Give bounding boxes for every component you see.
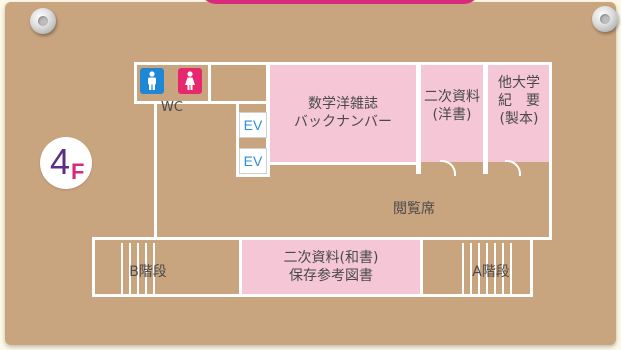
- math-journals-label-2: バックナンバー: [294, 114, 392, 130]
- wall: [236, 101, 239, 177]
- wall: [266, 62, 270, 177]
- other-univ-label-3: (製本): [499, 111, 539, 127]
- title-banner-edge: [200, 0, 480, 6]
- wall: [134, 62, 137, 104]
- reading-seats-label: 閲覧席: [393, 201, 435, 217]
- elevator-bottom: EV: [239, 148, 267, 174]
- stairs-a-steps: [462, 243, 518, 294]
- secondary-japanese-label-2: 保存参考図書: [289, 268, 373, 284]
- floor-badge: 4 F: [40, 137, 92, 189]
- wall: [92, 237, 95, 297]
- thumbtack-icon: [30, 8, 56, 34]
- wall: [483, 62, 488, 174]
- wall: [530, 237, 533, 297]
- door-swing: [505, 160, 521, 176]
- wall: [134, 101, 210, 104]
- stairs-b-steps: [121, 243, 161, 294]
- stairs-a-label: A階段: [472, 264, 510, 280]
- wc-label: WC: [161, 100, 183, 115]
- wall: [236, 174, 270, 177]
- elevator-top: EV: [239, 112, 267, 138]
- wall: [549, 62, 552, 240]
- wall: [134, 62, 552, 65]
- male-restroom-icon: [140, 68, 164, 94]
- other-univ-label-2: 紀 要: [498, 93, 540, 109]
- wall: [92, 294, 533, 297]
- other-university-bulletins-room[interactable]: 他大学 紀 要 (製本): [488, 64, 550, 162]
- math-journals-label-1: 数学洋雑誌: [308, 96, 378, 112]
- wall: [239, 237, 242, 297]
- math-journals-room[interactable]: 数学洋雑誌 バックナンバー: [270, 64, 416, 162]
- secondary-japanese-room[interactable]: 二次資料(和書) 保存参考図書: [242, 240, 420, 294]
- secondary-western-room[interactable]: 二次資料 (洋書): [421, 64, 483, 162]
- wall: [154, 101, 157, 240]
- secondary-japanese-label-1: 二次資料(和書): [283, 250, 379, 266]
- secondary-western-label-2: (洋書): [432, 107, 472, 123]
- other-univ-label-1: 他大学: [498, 75, 540, 91]
- floor-letter: F: [71, 159, 85, 184]
- wall: [420, 237, 423, 297]
- wall: [416, 62, 421, 174]
- female-restroom-icon: [178, 68, 202, 94]
- stairs-b-label: B階段: [129, 264, 167, 280]
- thumbtack-icon: [592, 6, 618, 32]
- door-swing: [440, 160, 456, 176]
- floor-number: 4: [50, 141, 71, 182]
- secondary-western-label-1: 二次資料: [424, 89, 480, 105]
- wall: [266, 162, 420, 165]
- wall: [92, 237, 552, 240]
- wall: [208, 62, 211, 104]
